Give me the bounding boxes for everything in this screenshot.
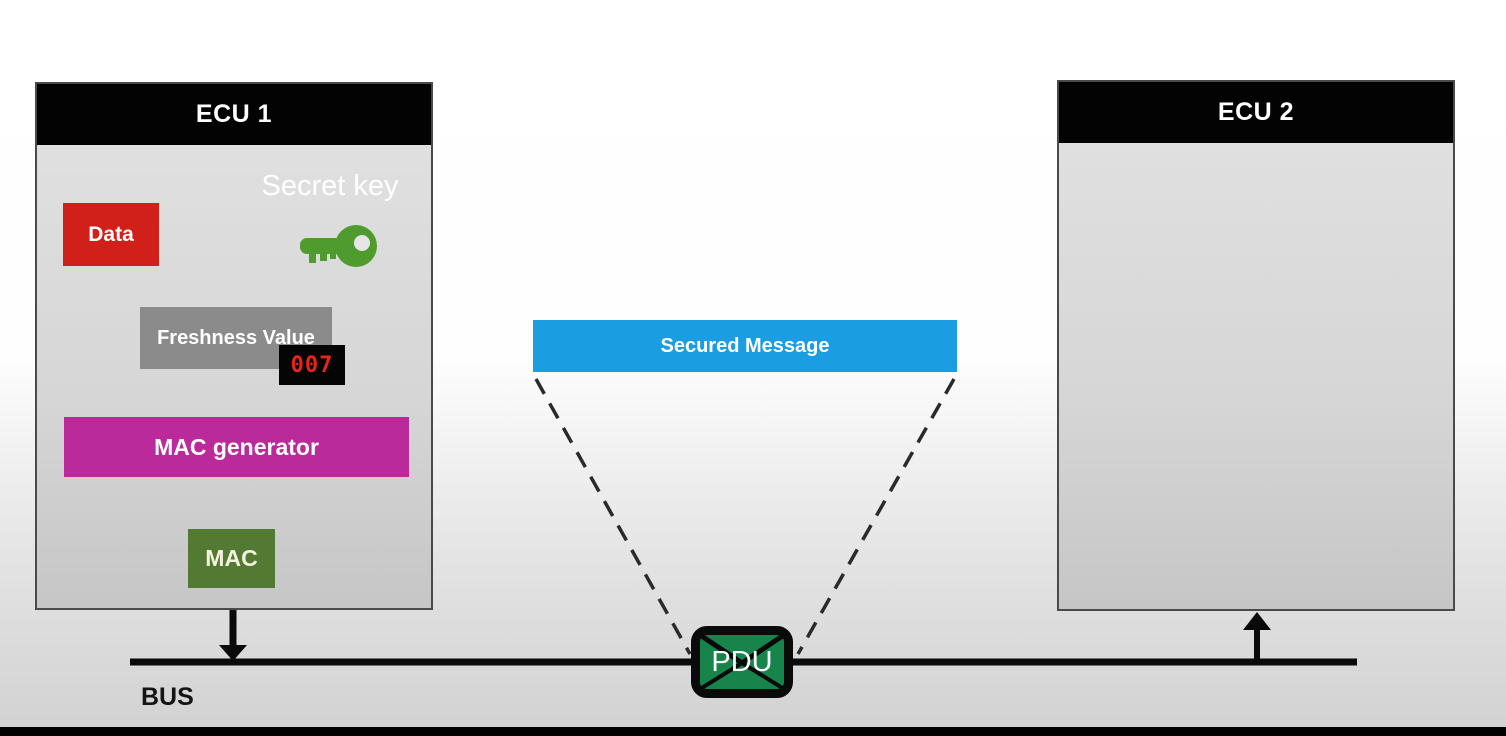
secret-key-label: Secret key <box>261 170 399 202</box>
ecu2-title: ECU 2 <box>1217 98 1295 126</box>
envelope-fold-line <box>740 661 784 689</box>
key-tooth <box>330 252 336 259</box>
key-icon <box>300 225 377 267</box>
ecu2-header: ECU 2 <box>1059 82 1453 143</box>
envelope-icon <box>700 635 784 689</box>
envelope-flap-line <box>700 635 744 666</box>
pdu-label: PDU <box>711 645 773 678</box>
envelope-flap-line <box>740 635 784 666</box>
secured-message-bar: Secured Message <box>533 320 957 372</box>
letterbox-bottom <box>0 727 1506 736</box>
ecu1-title: ECU 1 <box>195 100 273 128</box>
secured-message-label: Secured Message <box>660 334 830 357</box>
key-tooth <box>309 252 316 263</box>
freshness-counter-display: 007 <box>279 345 345 385</box>
key-shaft <box>300 238 346 254</box>
ecu1-header: ECU 1 <box>37 84 431 145</box>
data-box: Data <box>63 203 159 266</box>
envelope-fold-line <box>700 661 744 689</box>
bus-label: BUS <box>141 683 194 711</box>
mac-box: MAC <box>188 529 275 588</box>
bus-to-ecu2-arrowhead <box>1243 612 1271 630</box>
key-bow-hole <box>354 235 370 251</box>
pdu-box: PDU <box>691 626 793 698</box>
key-tooth <box>320 252 327 261</box>
ecu1-box: ECU 1 Secret key Data Freshness Value 00… <box>35 82 433 610</box>
secured-message-left-dashed-line <box>534 378 692 655</box>
ecu2-box: ECU 2 <box>1057 80 1455 611</box>
ecu2-body <box>1059 143 1453 609</box>
mac-generator-box: MAC generator <box>64 417 409 477</box>
ecu1-to-bus-arrowhead <box>219 645 247 661</box>
secured-message-right-dashed-line <box>796 378 956 655</box>
